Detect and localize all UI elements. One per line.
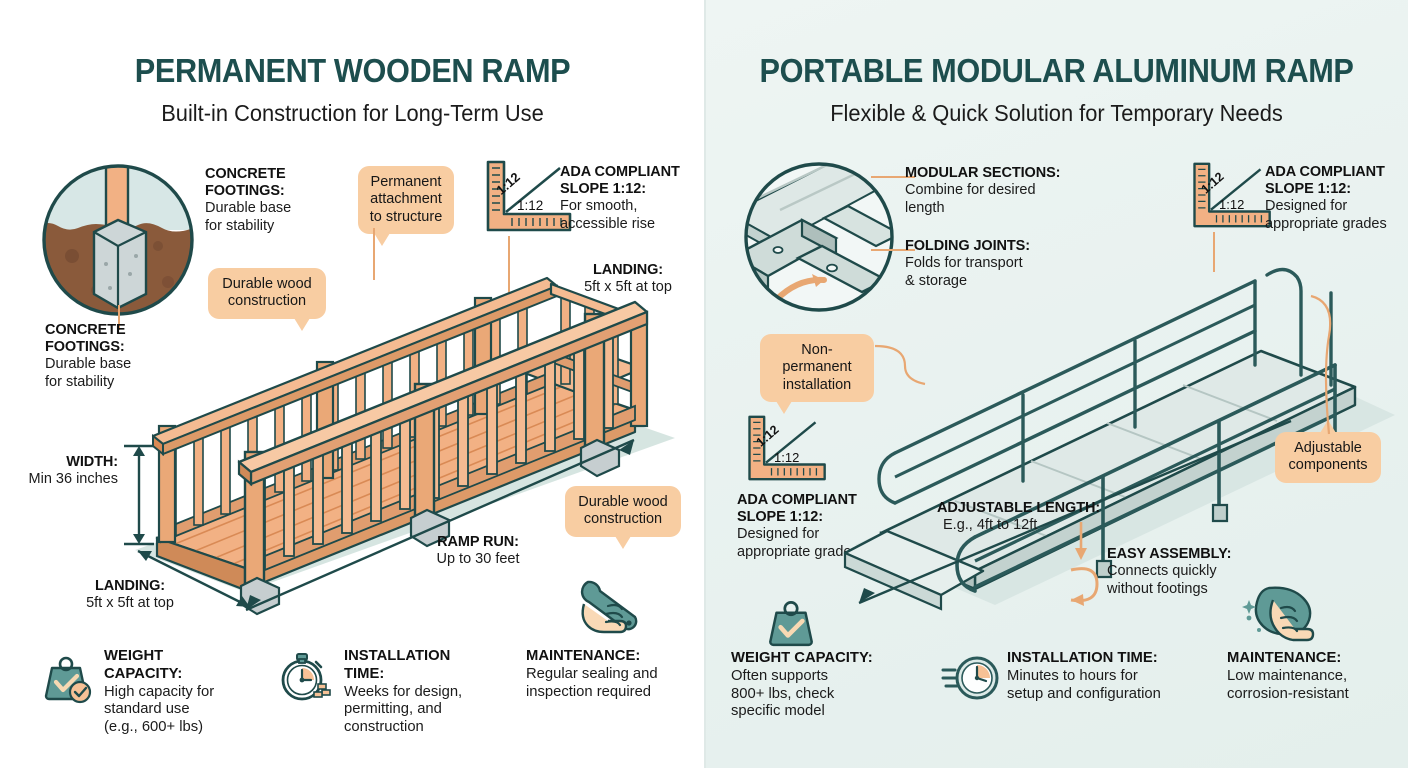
anno-adjustable-length: ADJUSTABLE LENGTH: E.g., 4ft to 12ft: [937, 500, 1101, 534]
ruler-label-horizontal-right-top: 1:12: [1219, 197, 1245, 212]
anno-width: WIDTH: Min 36 inches: [28, 454, 119, 488]
non-permanent-leader: [874, 344, 926, 386]
feature-head: WEIGHT CAPACITY:: [731, 650, 873, 666]
anno-folding-joints: FOLDING JOINTS: Folds for transport & st…: [905, 238, 1030, 289]
bubble-durable-wood-bottom: Durable wood construction: [565, 486, 681, 549]
adjustable-length-dimension: [858, 419, 1292, 605]
feature-maintenance-right: MAINTENANCE: Low maintenance, corrosion-…: [1227, 650, 1349, 702]
anno-ramp-run: RAMP RUN: Up to 30 feet: [436, 534, 520, 568]
weight-check-icon: [769, 601, 813, 647]
feature-head: WEIGHT CAPACITY:: [104, 648, 183, 682]
slope-ruler-icon-left: [486, 160, 572, 232]
left-panel-subtitle: Built-in Construction for Long-Term Use: [161, 100, 544, 126]
folding-joints-leader: [871, 249, 915, 251]
cloth-hand-icon: [1242, 586, 1315, 642]
bubble-adjustable-components: Adjustable components: [1275, 420, 1381, 483]
anno-modular-sections: MODULAR SECTIONS: Combine for desired le…: [905, 165, 1061, 216]
anno-landing-top: LANDING: 5ft x 5ft at top: [584, 262, 672, 296]
aluminum-ramp-illustration: [843, 267, 1395, 611]
concrete-footing-cutaway-icon: [42, 164, 194, 316]
bubble-durable-wood-top: Durable wood construction: [208, 268, 326, 331]
slope-ruler-icon-right-left: [748, 415, 826, 481]
feature-installation-time-right: INSTALLATION TIME: Minutes to hours for …: [941, 650, 1191, 706]
feature-head: INSTALLATION TIME:: [344, 648, 451, 682]
anno-ada-slope-right-top: ADA COMPLIANT SLOPE 1:12: Designed for a…: [1265, 164, 1387, 232]
feature-weight-capacity-left: WEIGHT CAPACITY: High capacity for stand…: [38, 648, 238, 737]
footing-leader-line: [118, 305, 120, 330]
feature-head: MAINTENANCE:: [1227, 650, 1342, 666]
anno-concrete-footings-bottom: CONCRETE FOOTINGS: Durable base for stab…: [45, 322, 132, 390]
ada-right-top-leader: [1213, 232, 1215, 272]
folding-joint-cutaway-icon: [744, 162, 894, 312]
right-panel-title: PORTABLE MODULAR ALUMINUM RAMP: [759, 52, 1354, 89]
feature-head: INSTALLATION TIME:: [1007, 650, 1158, 666]
ruler-label-horizontal-right-left: 1:12: [774, 450, 800, 465]
width-dimension-arrow: [124, 444, 154, 546]
feature-head: MAINTENANCE:: [526, 648, 641, 664]
bubble-permanent-attachment: Permanent attachment to structure: [358, 166, 454, 247]
anno-easy-assembly: EASY ASSEMBLY: Connects quickly without …: [1107, 546, 1232, 597]
right-panel-subtitle: Flexible & Quick Solution for Temporary …: [830, 100, 1283, 126]
modular-sections-leader: [871, 176, 915, 178]
panel-divider: [704, 0, 706, 768]
wooden-ramp-illustration: [135, 276, 675, 616]
anno-landing-bottom: LANDING: 5ft x 5ft at top: [86, 578, 174, 612]
stopwatch-icon: [278, 648, 334, 704]
anno-ada-slope-right-left: ADA COMPLIANT SLOPE 1:12: Designed for a…: [737, 492, 859, 560]
anno-ada-slope-left: ADA COMPLIANT SLOPE 1:12: For smooth, ac…: [560, 164, 680, 232]
landing-dimension-arrow: [137, 549, 251, 609]
landing-leader-line: [508, 236, 510, 306]
wrench-hand-icon: [580, 580, 638, 634]
fast-clock-icon: [941, 650, 999, 706]
adjustable-components-leader: [1310, 294, 1332, 435]
weight-check-icon: [38, 648, 94, 704]
panel-portable-modular-aluminum-ramp: PORTABLE MODULAR ALUMINUM RAMP Flexible …: [705, 0, 1408, 768]
ruler-label-horizontal-left: 1:12: [517, 198, 544, 213]
feature-maintenance-left: MAINTENANCE: Regular sealing and inspect…: [526, 648, 658, 700]
bubble-non-permanent-installation: Non-permanent installation: [760, 334, 874, 415]
feature-weight-capacity-right: WEIGHT CAPACITY: Often supports 800+ lbs…: [731, 650, 873, 720]
panel-permanent-wooden-ramp: PERMANENT WOODEN RAMP Built-in Construct…: [28, 52, 681, 737]
anno-concrete-footings-top: CONCRETE FOOTINGS: Durable base for stab…: [205, 166, 292, 234]
permanent-attachment-leader: [373, 228, 375, 280]
ramp-run-dimension-arrow: [245, 438, 635, 612]
feature-installation-time-left: INSTALLATION TIME: Weeks for design, per…: [278, 648, 478, 737]
left-panel-title: PERMANENT WOODEN RAMP: [134, 52, 571, 89]
slope-ruler-icon-right-top: [1193, 162, 1271, 228]
easy-assembly-arrow-icon: [1070, 522, 1099, 606]
